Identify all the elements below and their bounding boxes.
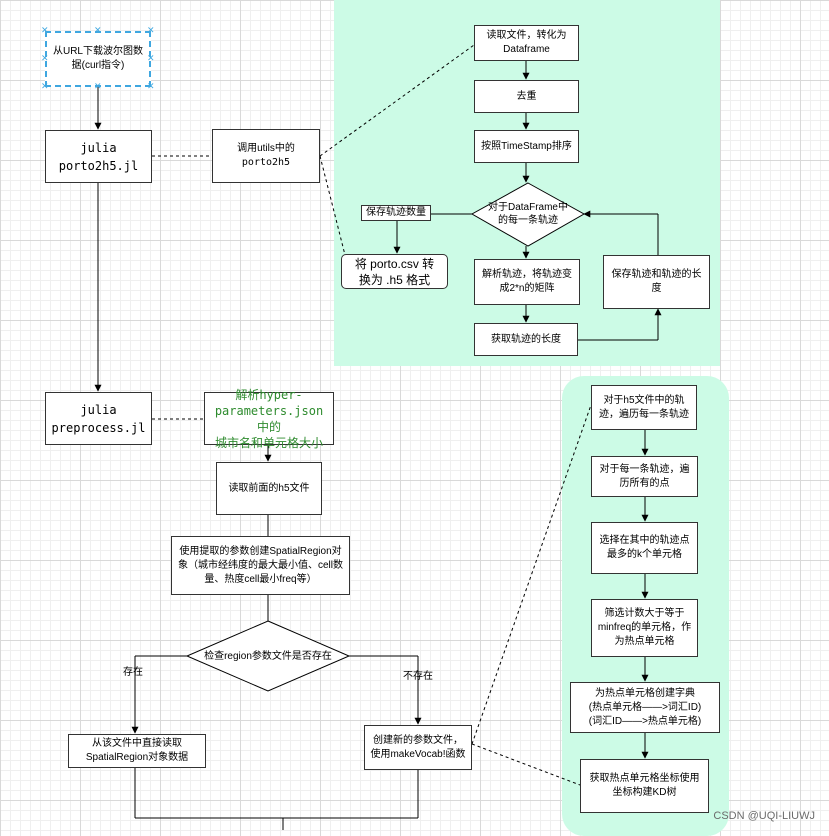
read-h5-node[interactable]: 读取前面的h5文件 bbox=[216, 462, 322, 515]
save-traj-node[interactable]: 保存轨迹和轨迹的长度 bbox=[603, 255, 710, 309]
read-directly-node[interactable]: 从该文件中直接读取SpatialRegion对象数据 bbox=[68, 734, 206, 768]
porto2h5-node[interactable]: julia porto2h5.jl bbox=[45, 130, 152, 183]
sort-node[interactable]: 按照TimeStamp排序 bbox=[474, 130, 579, 163]
selection-handle-icon[interactable]: ✕ bbox=[147, 81, 155, 91]
for-each-traj-diamond bbox=[470, 182, 586, 247]
dedup-node[interactable]: 去重 bbox=[474, 80, 579, 113]
for-each-traj-label: 对于DataFrame中的每一条轨迹 bbox=[487, 202, 568, 226]
check-region-diamond bbox=[185, 620, 351, 692]
filter-node[interactable]: 筛选计数大于等于minfreq的单元格，作为热点单元格 bbox=[591, 599, 698, 657]
select-k-node[interactable]: 选择在其中的轨迹点最多的k个单元格 bbox=[591, 522, 698, 574]
call-utils-node[interactable]: 调用utils中的 porto2h5 bbox=[212, 129, 320, 183]
create-region-node[interactable]: 使用提取的参数创建SpatialRegion对象（城市经纬度的最大最小值、cel… bbox=[171, 536, 350, 595]
create-new-node[interactable]: 创建新的参数文件，使用makeVocab!函数 bbox=[364, 725, 472, 770]
kd-tree-node[interactable]: 获取热点单元格坐标使用坐标构建KD树 bbox=[580, 759, 709, 813]
download-data-node[interactable]: 从URL下载波尔图数据(curl指令) bbox=[45, 31, 151, 87]
parse-hyper-node[interactable]: 解析hyper- parameters.json中的 城市名和单元格大小 bbox=[204, 388, 334, 450]
create-dict-node[interactable]: 为热点单元格创建字典 (热点单元格——>词汇ID) (词汇ID——>热点单元格) bbox=[570, 682, 720, 733]
for-h5-traj-node[interactable]: 对于h5文件中的轨迹，遍历每一条轨迹 bbox=[591, 385, 697, 430]
selection-handle-icon[interactable]: ✕ bbox=[147, 25, 155, 35]
selection-handle-icon[interactable]: ✕ bbox=[147, 53, 155, 63]
read-file-node[interactable]: 读取文件，转化为Dataframe bbox=[474, 25, 579, 61]
not-exists-label: 不存在 bbox=[403, 671, 433, 682]
exists-label: 存在 bbox=[123, 667, 143, 678]
selection-handle-icon[interactable]: ✕ bbox=[94, 81, 102, 91]
selection-handle-icon[interactable]: ✕ bbox=[41, 25, 49, 35]
selection-handle-icon[interactable]: ✕ bbox=[41, 53, 49, 63]
watermark: CSDN @UQI-LIUWJ bbox=[713, 810, 815, 822]
for-each-point-node[interactable]: 对于每一条轨迹，遍历所有的点 bbox=[591, 456, 698, 497]
preprocess-node[interactable]: julia preprocess.jl bbox=[45, 392, 152, 445]
get-length-node[interactable]: 获取轨迹的长度 bbox=[474, 323, 578, 356]
parse-traj-node[interactable]: 解析轨迹，将轨迹变成2*n的矩阵 bbox=[474, 259, 580, 305]
convert-note-node[interactable]: 将 porto.csv 转 换为 .h5 格式 bbox=[341, 254, 448, 289]
save-count-node[interactable]: 保存轨迹数量 bbox=[361, 205, 431, 221]
selection-handle-icon[interactable]: ✕ bbox=[41, 81, 49, 91]
check-region-label: 检查region参数文件是否存在 bbox=[204, 651, 332, 662]
selection-handle-icon[interactable]: ✕ bbox=[94, 25, 102, 35]
